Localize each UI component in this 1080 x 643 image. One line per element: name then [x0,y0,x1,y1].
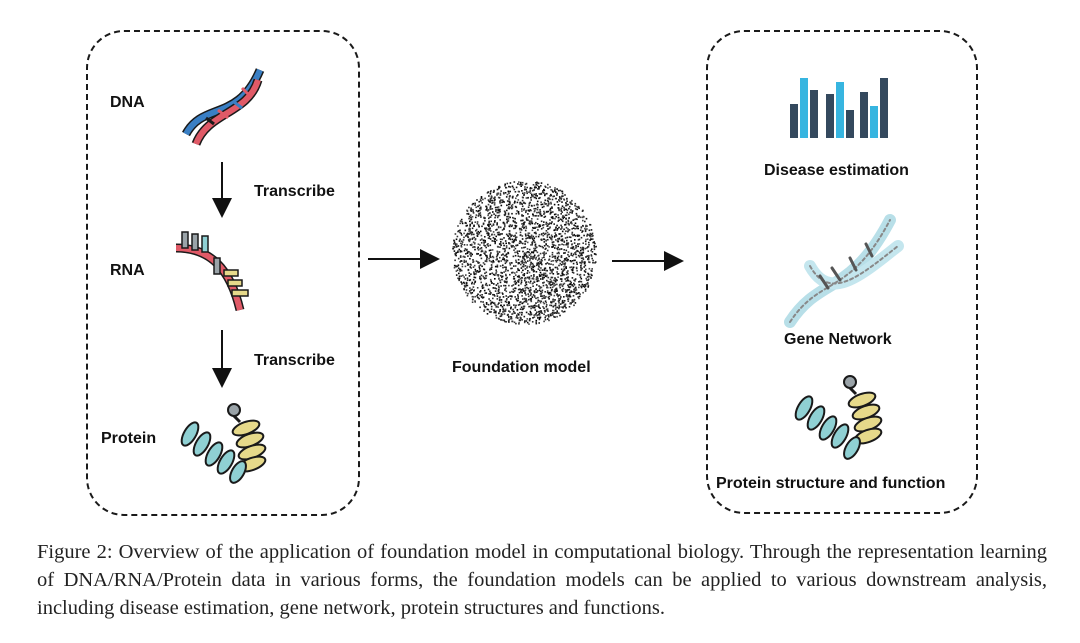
protein-structure-function-label: Protein structure and function [716,475,946,492]
figure-caption: Figure 2: Overview of the application of… [37,541,1047,619]
protein-structure-icon [794,375,883,460]
foundation-model-sphere [452,181,597,325]
protein-label: Protein [101,430,157,447]
rna-label: RNA [110,262,145,279]
disease-estimation-label: Disease estimation [764,162,909,179]
dna-label: DNA [110,94,145,111]
bar-chart-icon [790,78,888,138]
gene-network-label: Gene Network [784,331,892,348]
dna-icon [182,68,265,146]
output-panel [706,30,978,514]
protein-icon [180,403,267,484]
transcribe-label-2: Transcribe [254,352,335,369]
input-panel [86,30,360,516]
transcribe-label-1: Transcribe [254,183,335,200]
foundation-model-label: Foundation model [452,359,591,376]
gene-network-icon [784,214,904,328]
rna-icon [175,231,249,312]
